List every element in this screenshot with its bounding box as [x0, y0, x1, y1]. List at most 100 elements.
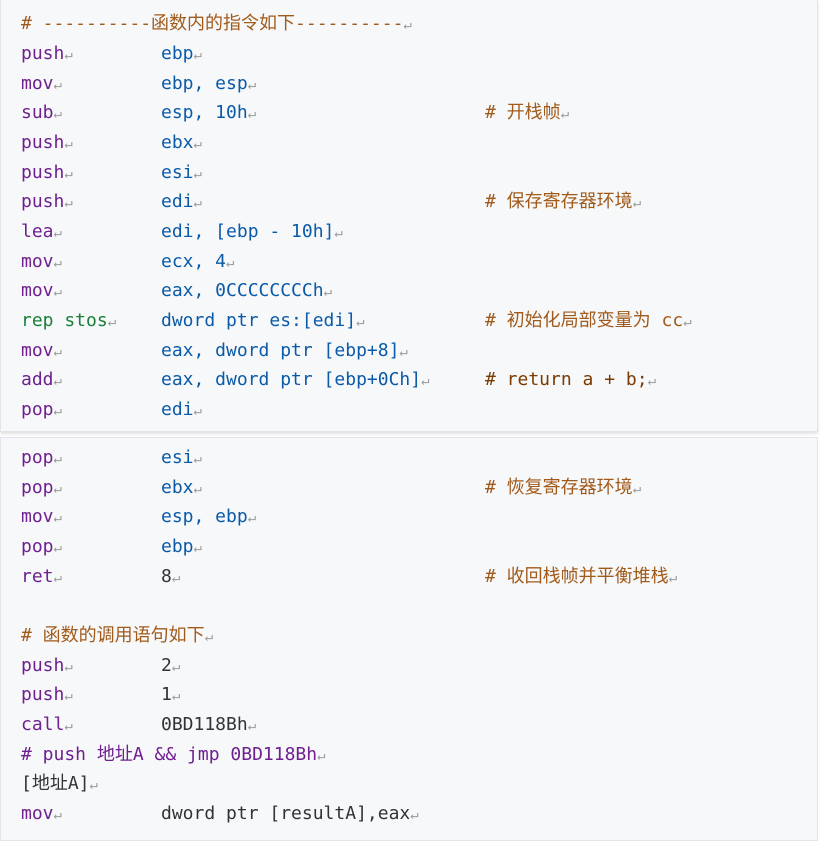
return-mark-icon: ↵ — [204, 629, 214, 645]
return-mark-icon: ↵ — [53, 344, 62, 360]
operands: esp, ebp↵ — [161, 506, 257, 527]
code-line: # ----------函数内的指令如下----------↵ — [21, 9, 817, 39]
return-mark-icon: ↵ — [632, 481, 642, 497]
return-mark-icon: ↵ — [64, 47, 73, 63]
operands: ebp↵ — [161, 43, 202, 64]
return-mark-icon: ↵ — [247, 77, 257, 93]
operands: ecx, 4↵ — [161, 251, 235, 272]
opcode: push↵ — [21, 655, 73, 676]
return-mark-icon: ↵ — [193, 136, 202, 152]
operands: 8↵ — [161, 566, 181, 587]
code-line: pop↵edi↵ — [21, 395, 817, 425]
code-line: mov↵ eax, dword ptr [ebp+8]↵ — [21, 336, 817, 366]
return-mark-icon: ↵ — [683, 314, 692, 330]
code-line: mov↵esp, ebp↵ — [21, 502, 817, 532]
opcode: push↵ — [21, 191, 73, 212]
return-mark-icon: ↵ — [89, 777, 98, 793]
code-line: [地址A]↵ — [21, 769, 817, 799]
return-mark-icon: ↵ — [356, 314, 365, 330]
return-mark-icon: ↵ — [53, 540, 62, 556]
return-mark-icon: ↵ — [64, 659, 73, 675]
return-mark-icon: ↵ — [632, 195, 642, 211]
return-mark-icon: ↵ — [193, 540, 202, 556]
code-line: mov↵ eax, 0CCCCCCCCh↵ — [21, 276, 817, 306]
code-line: push↵ebx↵ — [21, 128, 817, 158]
operands: 0BD118Bh↵ — [161, 714, 257, 735]
comment-text: # 开栈帧↵ — [485, 102, 570, 123]
return-mark-icon: ↵ — [410, 807, 419, 823]
opcode: call↵ — [21, 714, 73, 735]
opcode: mov↵ — [21, 280, 62, 301]
return-mark-icon: ↵ — [171, 659, 181, 675]
operands: ebp↵ — [161, 536, 202, 557]
code-line: sub↵ esp, 10h↵ # 开栈帧↵ — [21, 98, 817, 128]
label-text: [地址A]↵ — [21, 773, 98, 794]
comment-text: # 收回栈帧并平衡堆栈↵ — [485, 566, 678, 587]
return-mark-icon: ↵ — [53, 807, 62, 823]
code-line: mov↵dword ptr [resultA],eax↵ — [21, 799, 817, 829]
opcode: sub↵ — [21, 102, 62, 123]
opcode: lea↵ — [21, 221, 62, 242]
code-line: pop↵ebx↵# 恢复寄存器环境↵ — [21, 473, 817, 503]
return-mark-icon: ↵ — [53, 510, 62, 526]
comment-text: # 保存寄存器环境↵ — [485, 191, 642, 212]
return-mark-icon: ↵ — [193, 195, 202, 211]
return-mark-icon: ↵ — [53, 403, 62, 419]
code-line — [21, 591, 817, 621]
code-line: ret↵8↵# 收回栈帧并平衡堆栈↵ — [21, 562, 817, 592]
return-mark-icon: ↵ — [668, 570, 678, 586]
return-mark-icon: ↵ — [64, 688, 73, 704]
code-line: push↵ ebp↵ — [21, 39, 817, 69]
return-mark-icon: ↵ — [247, 106, 257, 122]
code-line: rep stos↵dword ptr es:[edi]↵# 初始化局部变量为 c… — [21, 306, 817, 336]
code-line: add↵ eax, dword ptr [ebp+0Ch]↵ # return a … — [21, 365, 817, 395]
return-mark-icon: ↵ — [399, 344, 408, 360]
return-mark-icon: ↵ — [64, 136, 73, 152]
return-mark-icon: ↵ — [53, 284, 62, 300]
return-mark-icon: ↵ — [53, 225, 62, 241]
operands: eax, dword ptr [ebp+8]↵ — [161, 340, 408, 361]
opcode: add↵ — [21, 369, 62, 390]
return-mark-icon: ↵ — [53, 451, 62, 467]
return-mark-icon: ↵ — [560, 106, 570, 122]
return-mark-icon: ↵ — [323, 284, 332, 300]
operands: ebp, esp↵ — [161, 73, 257, 94]
opcode: push↵ — [21, 43, 73, 64]
comment-text: # ----------函数内的指令如下----------↵ — [21, 13, 412, 34]
code-block-bottom: pop↵esi↵ pop↵ebx↵# 恢复寄存器环境↵ mov↵esp, ebp… — [0, 437, 818, 841]
return-mark-icon: ↵ — [53, 481, 62, 497]
opcode: pop↵ — [21, 536, 62, 557]
operands: eax, 0CCCCCCCCh↵ — [161, 280, 332, 301]
return-mark-icon: ↵ — [53, 373, 62, 389]
operands: 2↵ — [161, 655, 181, 676]
code-line: push↵edi↵# 保存寄存器环境↵ — [21, 187, 817, 217]
opcode: push↵ — [21, 684, 73, 705]
opcode: pop↵ — [21, 447, 62, 468]
operands: ebx↵ — [161, 477, 202, 498]
opcode: mov↵ — [21, 340, 62, 361]
return-mark-icon: ↵ — [226, 255, 235, 271]
return-mark-icon: ↵ — [403, 17, 412, 33]
operands: dword ptr es:[edi]↵ — [161, 310, 365, 331]
return-mark-icon: ↵ — [193, 481, 202, 497]
return-mark-icon: ↵ — [421, 373, 430, 389]
return-mark-icon: ↵ — [107, 314, 117, 330]
code-line: pop↵esi↵ — [21, 443, 817, 473]
opcode: pop↵ — [21, 477, 62, 498]
operands: esp, 10h↵ — [161, 102, 257, 123]
comment-text: # return a + b;↵ — [485, 369, 656, 390]
comment-text: # 函数的调用语句如下↵ — [21, 625, 214, 646]
opcode: rep stos↵ — [21, 310, 117, 331]
return-mark-icon: ↵ — [53, 255, 62, 271]
return-mark-icon: ↵ — [193, 403, 202, 419]
return-mark-icon: ↵ — [64, 166, 73, 182]
operands: eax, dword ptr [ebp+0Ch]↵ — [161, 369, 430, 390]
return-mark-icon: ↵ — [64, 195, 73, 211]
return-mark-icon: ↵ — [647, 373, 656, 389]
opcode: mov↵ — [21, 803, 62, 824]
return-mark-icon: ↵ — [193, 47, 202, 63]
comment-text: # push 地址A && jmp 0BD118Bh↵ — [21, 744, 326, 765]
code-line: call↵ 0BD118Bh↵ — [21, 710, 817, 740]
code-line: push↵ 2↵ — [21, 651, 817, 681]
